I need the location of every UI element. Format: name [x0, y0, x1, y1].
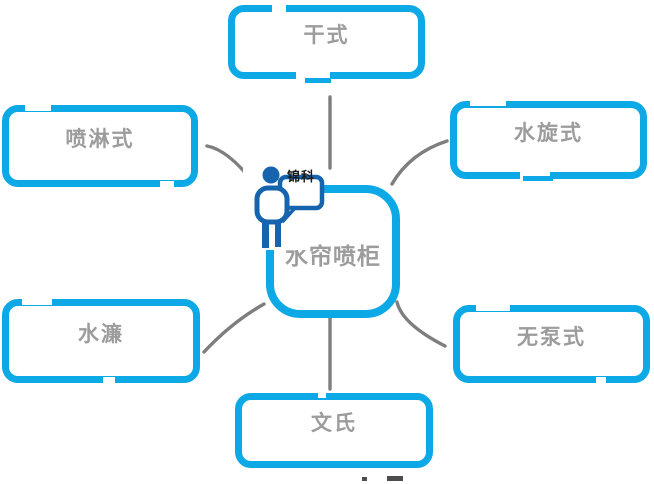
border-notch — [296, 71, 330, 79]
border-notch — [22, 298, 52, 305]
node-center-label: 水帘喷柜 — [285, 244, 381, 270]
watermark-remnant — [362, 477, 367, 481]
node-bottom-left-label: 水濂 — [78, 321, 124, 346]
border-notch — [25, 104, 51, 111]
border-notch — [596, 377, 606, 384]
border-notch — [476, 304, 510, 311]
border-notch — [523, 176, 553, 181]
border-notch — [470, 100, 506, 106]
border-notch — [305, 78, 331, 83]
node-top-label: 干式 — [303, 22, 350, 47]
border-notch — [103, 377, 115, 384]
connector-bottom-left — [202, 302, 266, 354]
logo-brand-text: 锦科 — [287, 170, 316, 185]
person-speech-bubble-icon — [254, 166, 325, 248]
node-top: 干式 — [228, 5, 425, 79]
border-notch — [318, 392, 326, 398]
node-top-left: 喷淋式 — [2, 105, 198, 187]
node-top-right: 水旋式 — [450, 101, 647, 179]
watermark-remnant — [387, 476, 403, 481]
border-notch — [520, 171, 550, 179]
border-notch — [272, 4, 286, 12]
node-bottom: 文氏 — [235, 393, 433, 468]
node-bottom-left: 水濂 — [2, 299, 200, 383]
connector-top-right — [390, 139, 449, 186]
node-bottom-label: 文氏 — [311, 411, 357, 435]
connector-bottom-right — [395, 300, 447, 348]
border-notch — [160, 181, 174, 188]
node-bottom-right: 无泵式 — [453, 305, 650, 383]
node-bottom-right-label: 无泵式 — [517, 324, 586, 349]
node-top-right-label: 水旋式 — [514, 120, 583, 145]
node-top-left-label: 喷淋式 — [65, 126, 135, 151]
